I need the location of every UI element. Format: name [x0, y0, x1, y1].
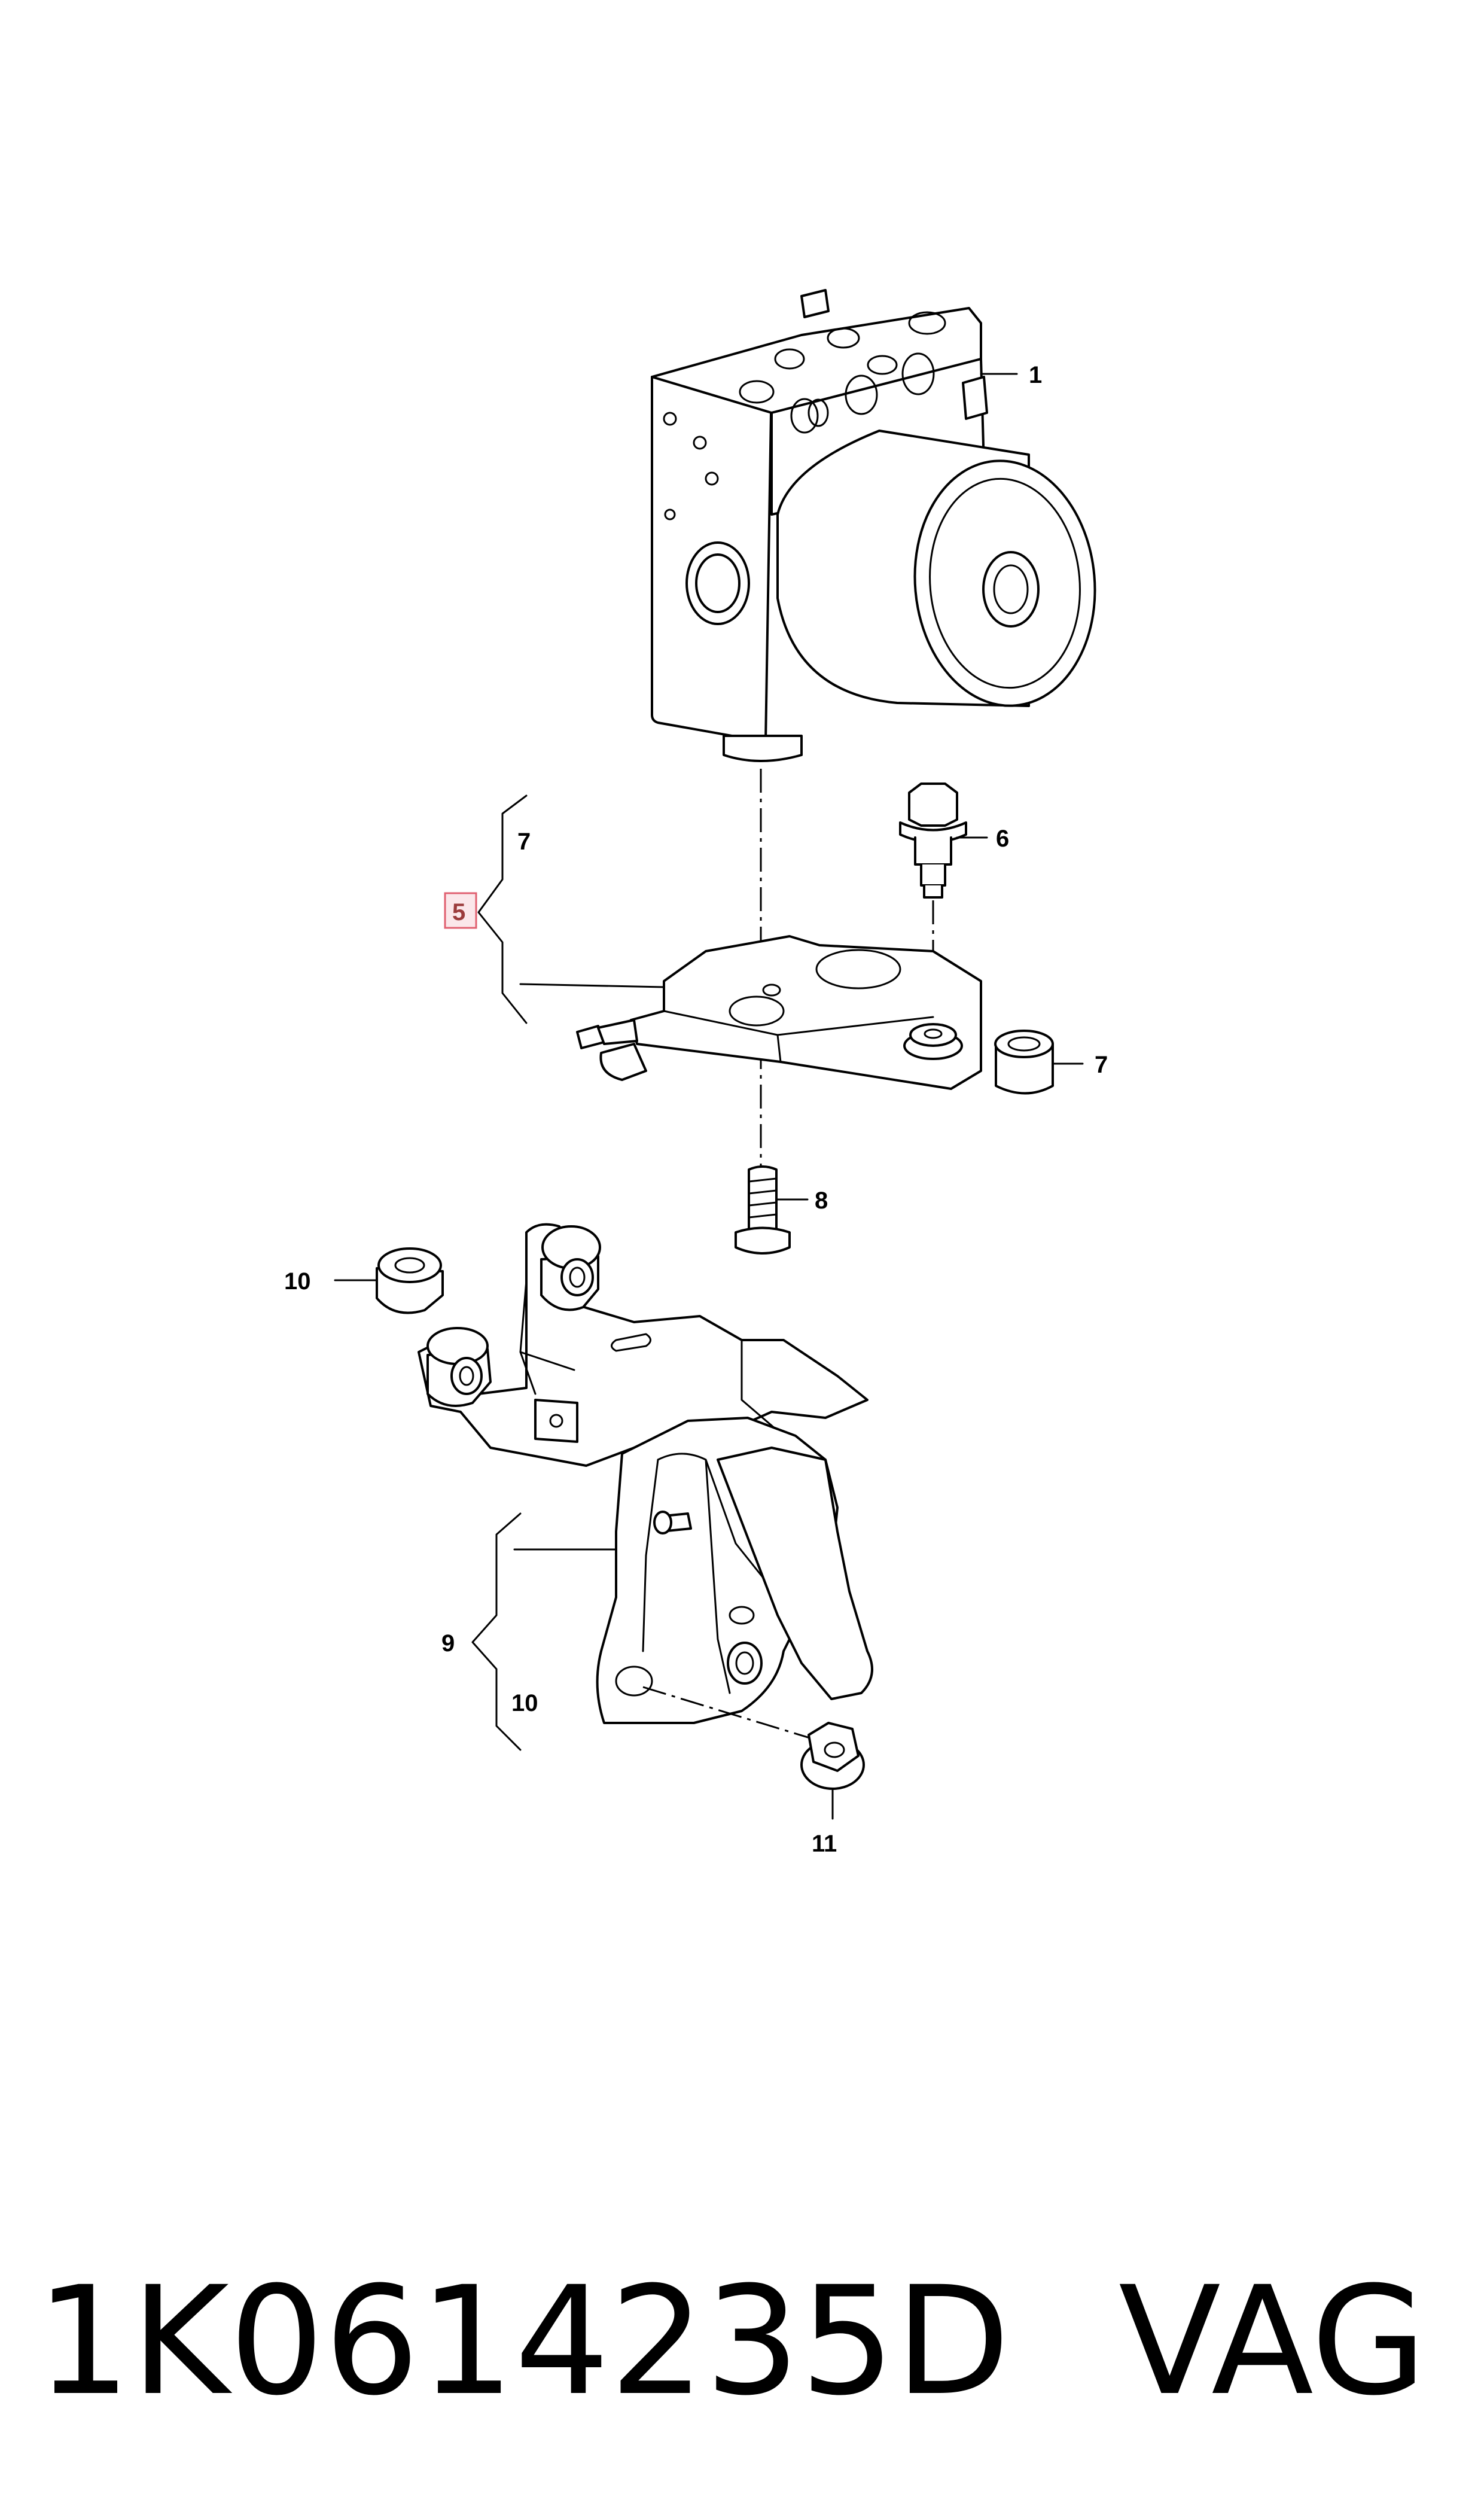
- abs-hydraulic-unit-drawing: [651, 289, 1096, 762]
- callout-5-highlight-box: [444, 892, 477, 929]
- leader-lines: [334, 373, 1084, 1820]
- callout-5: 5: [452, 899, 465, 925]
- callout-1: 1: [1029, 362, 1042, 388]
- upper-bracket-part-5: [576, 935, 982, 1090]
- lower-bracket-part-9: [418, 1223, 873, 1724]
- callout-6: 6: [996, 826, 1009, 852]
- callout-10-bushing: 10: [284, 1268, 311, 1295]
- nut-axis-line: [642, 1686, 820, 1742]
- rubber-bushing-part-10: [376, 1247, 444, 1314]
- callout-11: 11: [812, 1831, 837, 1857]
- part-number-caption: 1K0614235D: [36, 2254, 1010, 2428]
- callout-9: 9: [441, 1630, 455, 1657]
- callout-10-bracket: 10: [511, 1690, 538, 1716]
- bracket-bushing-lower: [426, 1327, 492, 1407]
- callout-8: 8: [815, 1188, 828, 1214]
- flange-nut-part-11: [800, 1722, 865, 1790]
- bolt-part-8: [735, 1165, 791, 1255]
- brand-caption: VAG: [1119, 2254, 1427, 2428]
- flange-bolt-part-6: [899, 783, 967, 899]
- rubber-bushing-part-7: [994, 1030, 1054, 1095]
- bracket-bushing-upper: [540, 1225, 601, 1311]
- callout-7-bracket: 7: [517, 829, 531, 855]
- callout-7-bushing: 7: [1095, 1052, 1108, 1078]
